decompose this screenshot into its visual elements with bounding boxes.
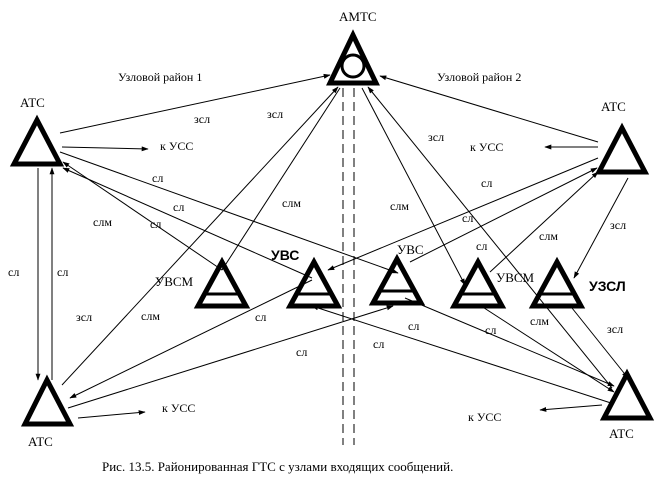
label-sl: сл	[8, 265, 19, 279]
label-sl: сл	[255, 310, 266, 324]
label-zsl: зсл	[610, 218, 626, 232]
label-sl: сл	[481, 176, 492, 190]
label-ats-bottom-left: АТС	[28, 434, 53, 449]
link-uvs-right-to-ats-tr	[409, 167, 598, 263]
link-ats-br-to-uvs-left	[311, 305, 615, 405]
ats-triangle-icon	[9, 114, 65, 167]
label-uss-top-left: к УСС	[160, 139, 193, 153]
node-ats-bottom-right	[599, 368, 655, 421]
uvsm-triangle-icon	[193, 256, 251, 309]
link-uvsm-right-to-ats-tr	[489, 171, 599, 273]
connections	[35, 73, 629, 419]
label-slm: слм	[390, 199, 409, 213]
label-uss-top-right: к УСС	[470, 140, 503, 154]
uvs-triangle-icon	[285, 256, 343, 309]
label-zsl: зсл	[267, 107, 283, 121]
label-zsl: зсл	[428, 130, 444, 144]
link-uvs-left-to-ats-bl	[69, 279, 313, 399]
link-uvsm-right-to-ats-br	[477, 303, 615, 393]
label-uvs-right: УВС	[397, 242, 424, 257]
node-ats-top-right	[594, 122, 650, 175]
link-ats-br-to-amts	[367, 86, 613, 389]
uzsl-triangle-icon	[528, 256, 586, 309]
label-sl: сл	[373, 337, 384, 351]
link-ats-tr-to-uzsl	[573, 177, 629, 279]
link-ats-tr-to-uvs-left	[327, 157, 599, 271]
label-uzsl: УЗСЛ	[589, 278, 626, 294]
region-divider	[342, 88, 355, 445]
label-region-1: Узловой район 1	[118, 70, 202, 84]
label-uss-bottom-left: к УСС	[162, 401, 195, 415]
link-uvs-left-to-ats-tl	[62, 167, 313, 279]
node-ats-bottom-left	[20, 374, 75, 427]
label-zsl: зсл	[607, 322, 623, 336]
label-sl: сл	[296, 345, 307, 359]
link-ats-tl-to-uvs-right	[59, 151, 399, 274]
label-sl: сл	[173, 200, 184, 214]
figure-caption: Рис. 13.5. Районированная ГТС с узлами в…	[102, 459, 453, 474]
link-uvs-right-to-ats-br	[404, 297, 615, 387]
label-ats-top-right: АТС	[601, 99, 626, 114]
label-uss-bottom-right: к УСС	[468, 410, 501, 424]
label-zsl: зсл	[76, 310, 92, 324]
label-uvs-left: УВС	[271, 247, 299, 263]
link-ats-tl-to-uss	[61, 146, 149, 152]
label-ats-top-left: АТС	[20, 95, 45, 110]
ats-triangle-icon	[599, 368, 655, 421]
label-slm: слм	[530, 314, 549, 328]
amts-triangle-icon	[326, 29, 380, 86]
node-amts	[326, 29, 380, 86]
label-ats-bottom-right: АТС	[609, 426, 634, 441]
node-uvs-right	[368, 253, 426, 306]
line-type-labels: зсл зсл зсл зсл зсл зсл сл сл сл сл сл с…	[8, 107, 626, 359]
uvsm-triangle-icon	[449, 256, 507, 309]
label-slm: слм	[93, 215, 112, 229]
link-ats-tr-to-amts	[379, 75, 599, 143]
node-uvs-left	[285, 256, 343, 309]
label-slm: слм	[141, 309, 160, 323]
link-ats-bl-to-uss	[77, 410, 146, 419]
amts-circle-icon	[340, 53, 366, 79]
node-uzsl	[528, 256, 586, 309]
ats-triangle-icon	[20, 374, 75, 427]
label-uvsm-left: УВСМ	[155, 274, 194, 289]
label-sl: сл	[408, 319, 419, 333]
link-amts-to-uvsm-right	[361, 87, 466, 286]
link-amts-to-uvsm-left	[221, 87, 341, 271]
node-ats-top-left	[9, 114, 65, 167]
label-amts: АМТС	[339, 9, 377, 24]
uvs-triangle-icon	[368, 253, 426, 306]
label-uvsm-right: УВСМ	[496, 270, 535, 285]
label-slm: слм	[282, 196, 301, 210]
link-uzsl-to-ats-br	[571, 307, 629, 379]
label-zsl: зсл	[194, 112, 210, 126]
link-ats-br-to-uss	[539, 404, 603, 412]
link-ats-bl-to-amts	[61, 86, 339, 386]
label-sl: сл	[485, 323, 496, 337]
label-sl: сл	[57, 265, 68, 279]
label-sl: сл	[476, 239, 487, 253]
label-region-2: Узловой район 2	[437, 70, 521, 84]
label-sl: сл	[150, 217, 161, 231]
label-sl: сл	[152, 171, 163, 185]
link-ats-bl-to-uvs-right	[67, 305, 394, 409]
node-uvsm-left	[193, 256, 251, 309]
label-slm: слм	[539, 229, 558, 243]
link-ats-tl-to-amts	[59, 73, 331, 134]
node-uvsm-right	[449, 256, 507, 309]
ats-triangle-icon	[594, 122, 650, 175]
label-sl: сл	[462, 211, 473, 225]
